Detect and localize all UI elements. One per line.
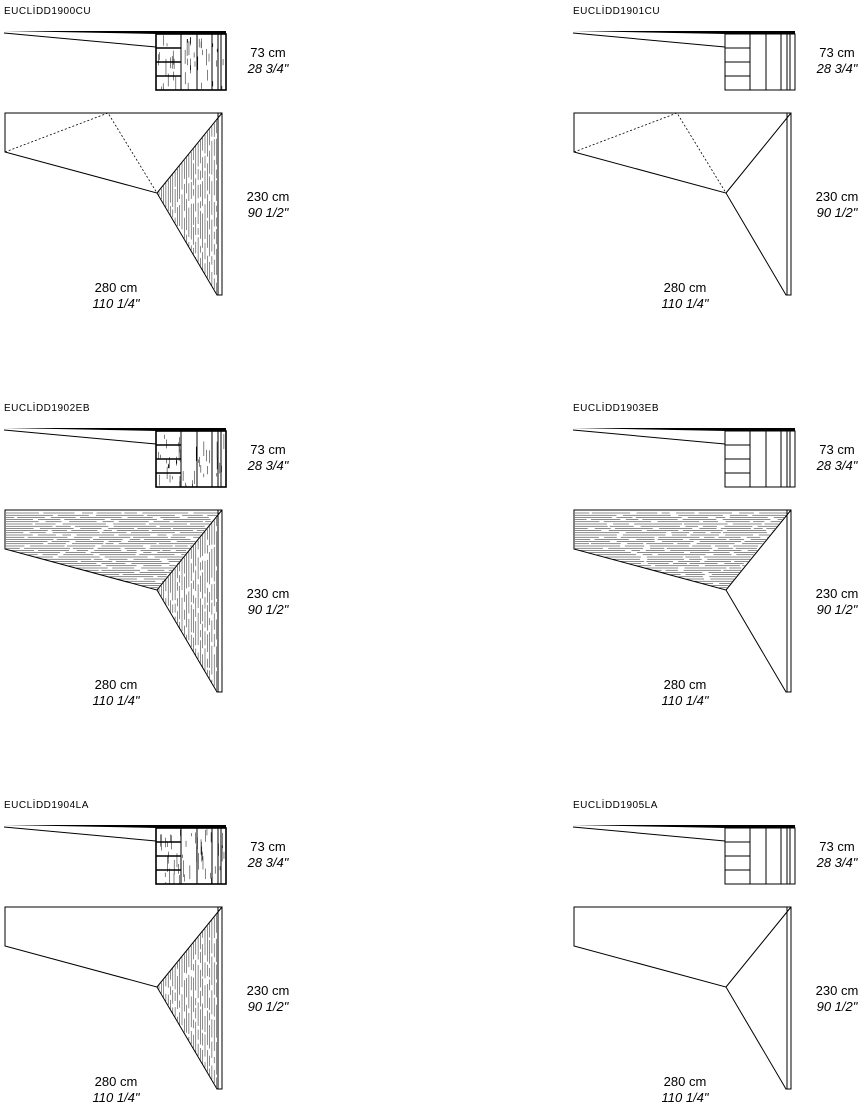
desk-top-underside <box>3 826 157 842</box>
model-code: EUCLİDD1905LA <box>573 800 658 811</box>
desk-drawing <box>3 31 227 296</box>
height-cm: 73 cm <box>819 839 855 854</box>
desk-top-outline <box>4 112 223 296</box>
depth-dimension: 230 cm 90 1/2" <box>805 189 866 221</box>
width-dimension: 280 cm 110 1/4" <box>78 677 154 709</box>
desk-top-slab <box>573 31 795 34</box>
depth-in: 90 1/2" <box>247 999 289 1014</box>
depth-cm: 230 cm <box>246 586 290 601</box>
fold-edge <box>725 112 792 194</box>
model-cell: EUCLİDD1903EB 73 cm 28 3/4" 230 cm 90 1/… <box>569 397 866 708</box>
desk-top-outline <box>573 906 792 1090</box>
desk-top-underside <box>572 826 726 842</box>
depth-in: 90 1/2" <box>816 602 858 617</box>
width-cm: 280 cm <box>663 1074 707 1089</box>
fold-edge <box>156 509 223 591</box>
height-dimension: 73 cm 28 3/4" <box>238 442 298 474</box>
width-in: 110 1/4" <box>92 1090 140 1105</box>
height-dimension: 73 cm 28 3/4" <box>238 839 298 871</box>
width-cm: 280 cm <box>663 280 707 295</box>
height-dimension: 73 cm 28 3/4" <box>807 442 866 474</box>
fold-edge <box>725 906 792 988</box>
depth-in: 90 1/2" <box>247 602 289 617</box>
width-in: 110 1/4" <box>92 296 140 311</box>
model-cell: EUCLİDD1905LA 73 cm 28 3/4" 230 cm 90 1/… <box>569 794 866 1105</box>
depth-dimension: 230 cm 90 1/2" <box>236 586 300 618</box>
model-code: EUCLİDD1903EB <box>573 403 659 414</box>
width-in: 110 1/4" <box>92 693 140 708</box>
width-cm: 280 cm <box>94 677 138 692</box>
fold-edge <box>156 906 223 988</box>
desk-top-outline <box>573 112 792 296</box>
depth-in: 90 1/2" <box>816 205 858 220</box>
height-cm: 73 cm <box>250 839 286 854</box>
width-dimension: 280 cm 110 1/4" <box>647 677 723 709</box>
fold-edge <box>156 112 223 194</box>
width-dimension: 280 cm 110 1/4" <box>78 280 154 312</box>
height-dimension: 73 cm 28 3/4" <box>807 839 866 871</box>
model-cell: EUCLİDD1900CU 73 cm 28 3/4" 230 cm 90 1/… <box>0 0 300 311</box>
depth-cm: 230 cm <box>815 586 859 601</box>
desk-top-underside <box>3 32 157 48</box>
model-code: EUCLİDD1902EB <box>4 403 90 414</box>
width-dimension: 280 cm 110 1/4" <box>647 1074 723 1106</box>
desk-drawing <box>572 825 796 1090</box>
desk-top-slab <box>573 825 795 828</box>
model-code: EUCLİDD1904LA <box>4 800 89 811</box>
height-dimension: 73 cm 28 3/4" <box>807 45 866 77</box>
model-code: EUCLİDD1901CU <box>573 6 661 17</box>
model-cell: EUCLİDD1904LA 73 cm 28 3/4" 230 cm 90 1/… <box>0 794 300 1105</box>
width-cm: 280 cm <box>94 1074 138 1089</box>
width-in: 110 1/4" <box>661 1090 709 1105</box>
width-cm: 280 cm <box>663 677 707 692</box>
fold-edge <box>725 509 792 591</box>
depth-dimension: 230 cm 90 1/2" <box>805 983 866 1015</box>
height-in: 28 3/4" <box>816 855 858 870</box>
desk-drawing <box>3 825 227 1090</box>
height-in: 28 3/4" <box>247 458 289 473</box>
desk-drawing <box>572 428 796 693</box>
desk-drawing <box>572 31 796 296</box>
desk-top-underside <box>572 429 726 445</box>
dashed-fold-line <box>4 112 158 194</box>
height-in: 28 3/4" <box>816 61 858 76</box>
desk-top-underside <box>572 32 726 48</box>
depth-cm: 230 cm <box>815 983 859 998</box>
height-in: 28 3/4" <box>247 855 289 870</box>
depth-dimension: 230 cm 90 1/2" <box>236 189 300 221</box>
desk-drawing <box>3 428 227 693</box>
desk-top-underside <box>3 429 157 445</box>
height-cm: 73 cm <box>819 45 855 60</box>
desk-top-outline <box>4 906 223 1090</box>
model-cell: EUCLİDD1901CU 73 cm 28 3/4" 230 cm 90 1/… <box>569 0 866 311</box>
width-in: 110 1/4" <box>661 693 709 708</box>
depth-in: 90 1/2" <box>816 999 858 1014</box>
height-in: 28 3/4" <box>247 61 289 76</box>
width-in: 110 1/4" <box>661 296 709 311</box>
height-cm: 73 cm <box>250 442 286 457</box>
model-cell: EUCLİDD1902EB 73 cm 28 3/4" 230 cm 90 1/… <box>0 397 300 708</box>
depth-cm: 230 cm <box>815 189 859 204</box>
desk-top-slab <box>573 428 795 431</box>
height-cm: 73 cm <box>250 45 286 60</box>
dashed-fold-line <box>573 112 727 194</box>
model-code: EUCLİDD1900CU <box>4 6 92 17</box>
depth-in: 90 1/2" <box>247 205 289 220</box>
width-dimension: 280 cm 110 1/4" <box>78 1074 154 1106</box>
width-dimension: 280 cm 110 1/4" <box>647 280 723 312</box>
width-cm: 280 cm <box>94 280 138 295</box>
depth-dimension: 230 cm 90 1/2" <box>236 983 300 1015</box>
depth-cm: 230 cm <box>246 189 290 204</box>
height-dimension: 73 cm 28 3/4" <box>238 45 298 77</box>
depth-cm: 230 cm <box>246 983 290 998</box>
depth-dimension: 230 cm 90 1/2" <box>805 586 866 618</box>
height-cm: 73 cm <box>819 442 855 457</box>
height-in: 28 3/4" <box>816 458 858 473</box>
